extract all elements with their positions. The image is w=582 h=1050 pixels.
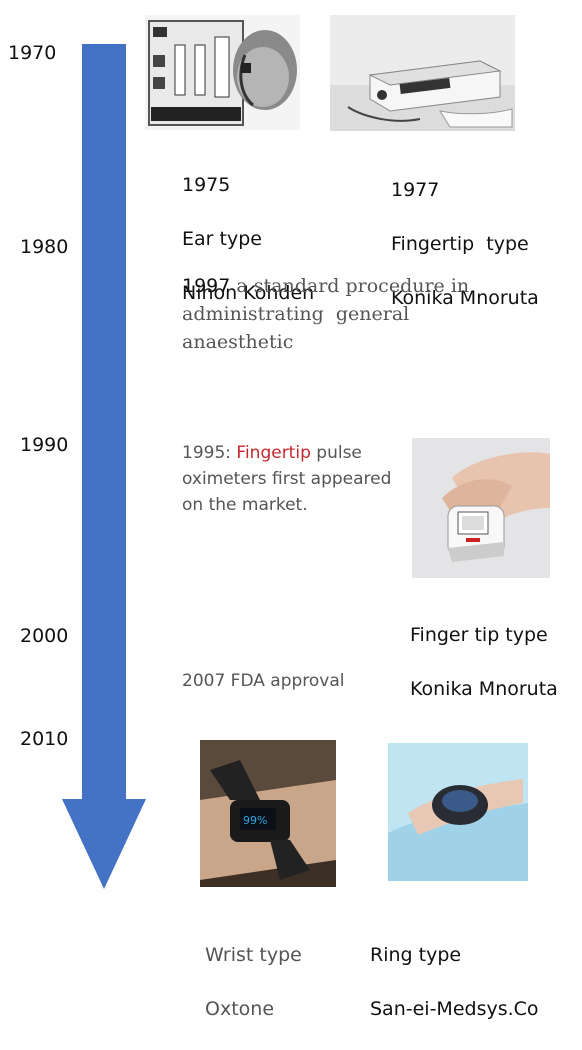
event-2007: 2007 FDA approval — [182, 671, 345, 691]
wrist-display-value: 99% — [243, 814, 267, 827]
wrist-maker: Oxtone — [205, 998, 275, 1020]
wrist-type-label: Wrist type — [205, 944, 302, 966]
ring-type-caption: Ring type San-ei-Medsys.Co — [370, 915, 539, 1050]
ear-type-caption: 1975 Ear type Nihon Kohden — [182, 145, 314, 334]
year-1990: 1990 — [20, 434, 69, 456]
wrist-type-caption: Wrist type Oxtone — [205, 915, 302, 1050]
year-1970: 1970 — [8, 42, 57, 64]
year-1980: 1980 — [20, 236, 69, 258]
event-1995-highlight: Fingertip — [236, 443, 311, 463]
event-1997-year: 1997 — [182, 275, 231, 297]
event-1995-rest: pulse oximeters first appeared on the ma… — [182, 443, 392, 515]
ear-maker: Nihon Kohden — [182, 282, 315, 304]
fingertip-oximeter-photo — [330, 15, 515, 131]
event-1997: 1997 a standard procedure in administrat… — [182, 272, 512, 356]
wrist-oximeter-photo: 99% — [200, 740, 336, 887]
finger-tip-maker: Konika Mnoruta — [410, 678, 558, 700]
year-2010: 2010 — [20, 728, 69, 750]
event-1995-prefix: 1995: — [182, 443, 237, 463]
ring-oximeter-photo — [388, 743, 528, 881]
ear-year: 1975 — [182, 174, 231, 196]
finger-tip-oximeter-photo — [412, 438, 550, 578]
finger-tip-type-label: Finger tip type — [410, 624, 548, 646]
fingertip-year: 1977 — [391, 179, 440, 201]
ear-oximeter-photo — [145, 15, 300, 130]
fingertip-maker: Konika Mnoruta — [391, 287, 539, 309]
year-2000: 2000 — [20, 625, 69, 647]
ring-type-label: Ring type — [370, 944, 462, 966]
ring-maker: San-ei-Medsys.Co — [370, 998, 539, 1020]
finger-tip-type-caption: Finger tip type Konika Mnoruta — [410, 595, 558, 730]
ear-type-label: Ear type — [182, 228, 262, 250]
fingertip-type-caption: 1977 Fingertip type Konika Mnoruta — [391, 150, 539, 339]
event-1997-text: a standard procedure in administrating g… — [182, 275, 476, 353]
fingertip-type-label: Fingertip type — [391, 233, 529, 255]
event-1995: 1995: Fingertip pulse oximeters first ap… — [182, 440, 407, 518]
timeline-arrow — [62, 44, 146, 889]
